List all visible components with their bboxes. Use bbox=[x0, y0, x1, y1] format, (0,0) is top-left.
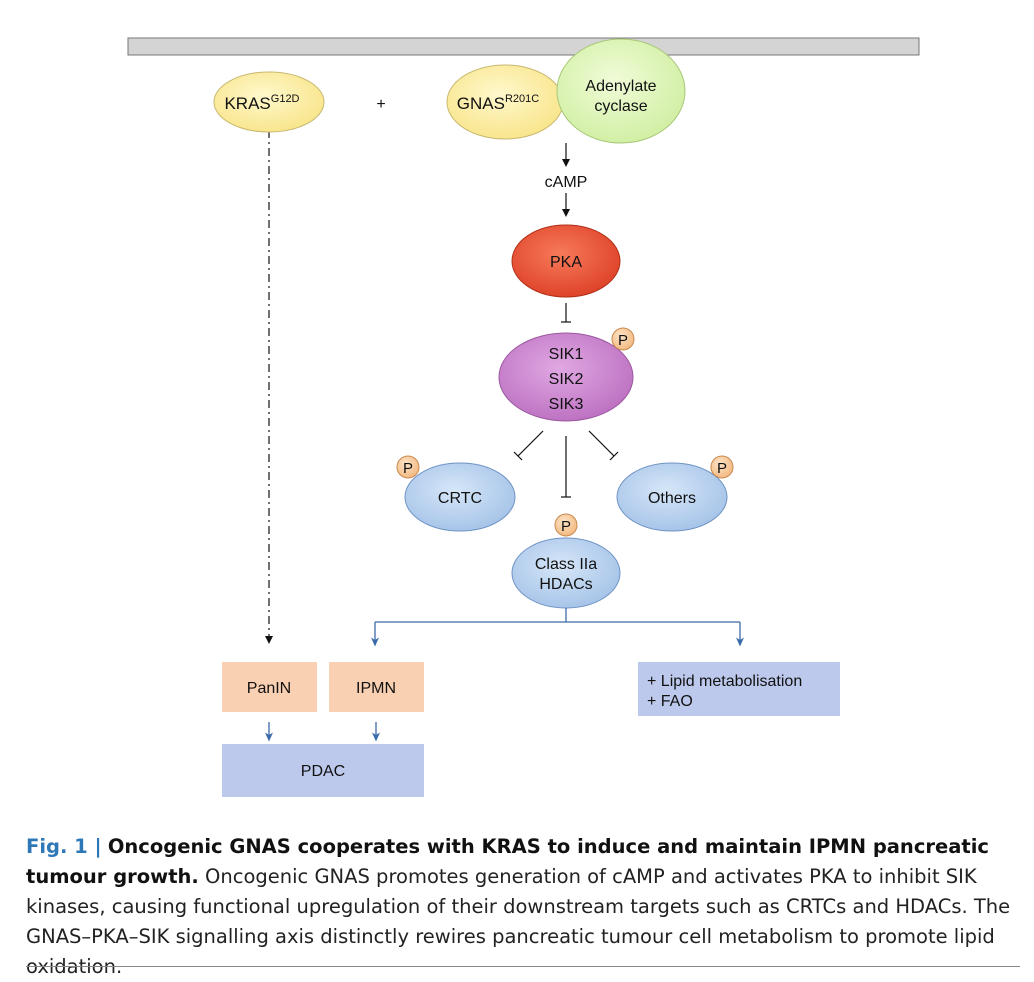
others-node: Others bbox=[616, 462, 728, 532]
sik-inhibits-others bbox=[588, 430, 615, 457]
crtc-label: CRTC bbox=[438, 490, 482, 507]
lipid-label-line2: + FAO bbox=[647, 693, 693, 710]
sik2-label: SIK2 bbox=[549, 371, 584, 388]
lipid-label-line1: + Lipid metabolisation bbox=[647, 673, 802, 690]
hdac-phospho-badge: P bbox=[554, 513, 578, 537]
hdac-label-line2: HDACs bbox=[539, 576, 592, 593]
downstream-bracket bbox=[371, 608, 744, 647]
kras-label: KRAS bbox=[224, 94, 270, 113]
pka-label: PKA bbox=[550, 254, 582, 271]
others-phospho-badge: P bbox=[710, 455, 734, 479]
kras-node: KRASG12D bbox=[213, 71, 325, 133]
caption-title: Oncogenic GNAS cooperates with KRAS to i… bbox=[26, 835, 989, 888]
hdac-phospho-label: P bbox=[561, 518, 571, 535]
ipmn-label: IPMN bbox=[356, 680, 396, 697]
signalling-pathway-diagram: KRASG12D + GNASR201C Adenylate cyclase c… bbox=[127, 37, 920, 797]
gnas-node: GNASR201C bbox=[446, 64, 564, 140]
caption-body: Oncogenic GNAS promotes generation of cA… bbox=[26, 865, 1011, 978]
panin-label: PanIN bbox=[247, 680, 291, 697]
figure-number: Fig. 1 | bbox=[26, 835, 102, 858]
sik3-label: SIK3 bbox=[549, 396, 584, 413]
sik-inhibits-crtc bbox=[517, 430, 544, 457]
adenylate-cyclase-node: Adenylate cyclase bbox=[556, 38, 686, 144]
sik-inhibit-crtc-bar bbox=[513, 451, 523, 461]
crtc-phospho-badge: P bbox=[396, 455, 420, 479]
crtc-node: CRTC bbox=[404, 462, 516, 532]
hdac-node: Class IIa HDACs bbox=[511, 537, 621, 609]
others-phospho-label: P bbox=[717, 460, 727, 477]
panin-box: PanIN bbox=[222, 662, 317, 712]
kras-mutation-superscript: G12D bbox=[271, 93, 300, 105]
adenylate-label-line2: cyclase bbox=[594, 98, 647, 115]
cell-membrane bbox=[127, 37, 920, 56]
adenylate-label-line1: Adenylate bbox=[585, 78, 656, 95]
pdac-box: PDAC bbox=[222, 744, 424, 797]
sik-inhibit-others-bar bbox=[609, 451, 619, 461]
gnas-label: GNAS bbox=[457, 94, 505, 113]
gnas-mutation-superscript: R201C bbox=[505, 93, 539, 105]
plus-sign: + bbox=[376, 96, 385, 113]
sik1-label: SIK1 bbox=[549, 346, 584, 363]
others-label: Others bbox=[648, 490, 696, 507]
hdac-label-line1: Class IIa bbox=[535, 556, 597, 573]
sik-phospho-badge: P bbox=[611, 327, 635, 351]
svg-text:GNASR201C: GNASR201C bbox=[457, 93, 539, 113]
bottom-divider bbox=[26, 966, 1020, 967]
sik-phospho-label: P bbox=[618, 332, 628, 349]
ipmn-box: IPMN bbox=[329, 662, 424, 712]
pka-node: PKA bbox=[511, 224, 621, 298]
svg-text:KRASG12D: KRASG12D bbox=[224, 93, 299, 113]
pdac-label: PDAC bbox=[301, 763, 345, 780]
crtc-phospho-label: P bbox=[403, 460, 413, 477]
figure-caption: Fig. 1 | Oncogenic GNAS cooperates with … bbox=[26, 832, 1016, 982]
sik-node: SIK1 SIK2 SIK3 bbox=[498, 332, 634, 422]
lipid-metabolism-box: + Lipid metabolisation + FAO bbox=[638, 662, 840, 716]
camp-label: cAMP bbox=[545, 174, 588, 191]
